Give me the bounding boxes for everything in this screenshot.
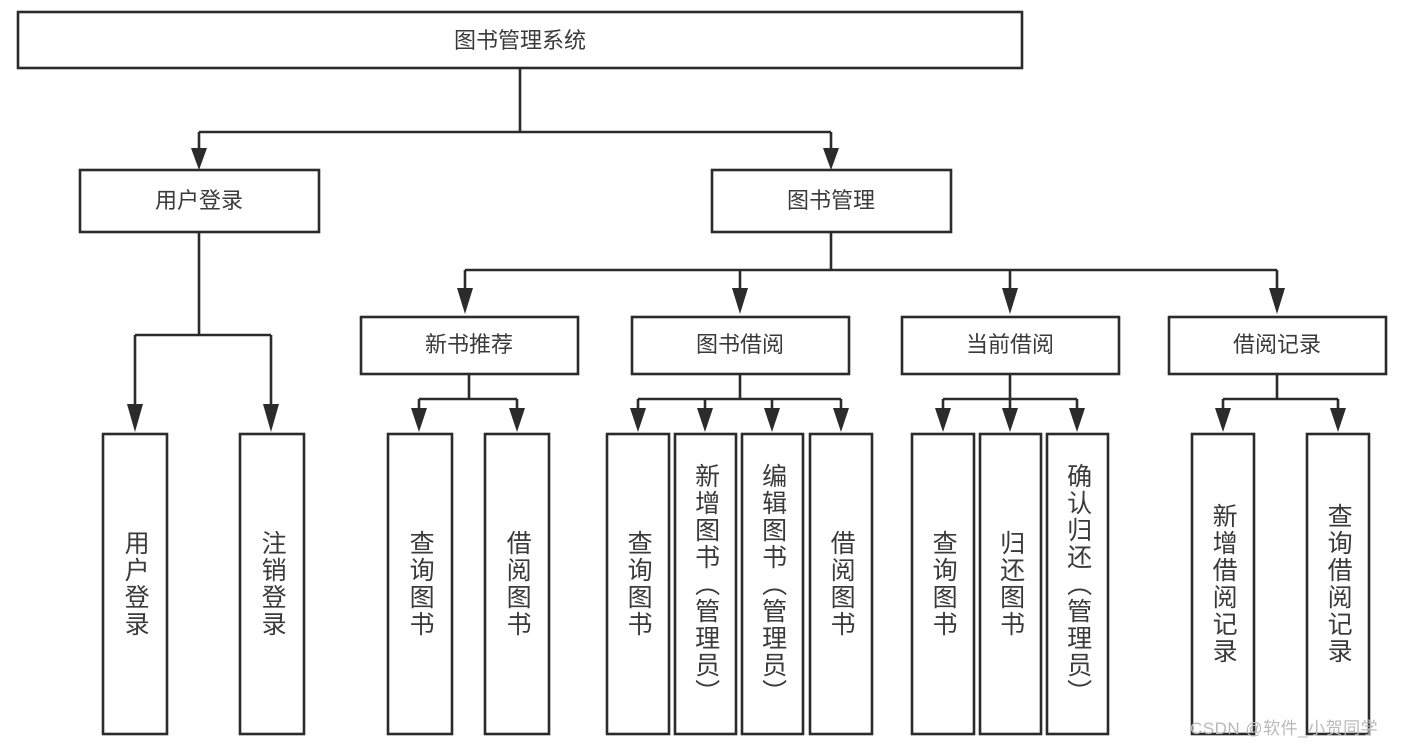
node-current-borrow-label: 当前借阅 (966, 332, 1054, 357)
node-book-borrow-label: 图书借阅 (696, 332, 784, 357)
node-user-login-label: 用户登录 (155, 188, 243, 213)
node-leaf-query-book-2[interactable] (605, 432, 671, 736)
node-leaf-confirm-return[interactable] (1045, 432, 1110, 736)
connector-book-borrow-to-leaves (630, 374, 849, 432)
node-leaf-query-record[interactable] (1305, 432, 1371, 736)
node-new-book-recommend[interactable]: 新书推荐 (359, 315, 580, 376)
connector-borrow-record-to-leaves (1215, 374, 1346, 432)
node-user-login[interactable]: 用户登录 (78, 168, 321, 234)
node-borrow-record-label: 借阅记录 (1233, 332, 1321, 357)
node-leaf-query-book-3[interactable] (910, 432, 976, 736)
connector-new-book-recommend-to-leaves (411, 374, 525, 432)
node-leaf-user-logout[interactable] (238, 432, 306, 736)
csdn-watermark: CSDN @软件_小贺同学 (1190, 719, 1379, 738)
connector-root-to-level2 (191, 68, 839, 170)
node-book-manage-label: 图书管理 (787, 188, 875, 213)
node-leaf-borrow-book-1[interactable] (483, 432, 551, 736)
connector-current-borrow-to-leaves (935, 374, 1085, 432)
node-new-book-recommend-label: 新书推荐 (425, 332, 513, 357)
connector-book-manage-to-level3 (457, 232, 1285, 314)
node-book-borrow[interactable]: 图书借阅 (630, 315, 851, 376)
node-current-borrow[interactable]: 当前借阅 (900, 315, 1121, 376)
node-leaf-add-book[interactable] (673, 432, 738, 736)
node-root[interactable]: 图书管理系统 (16, 10, 1024, 70)
node-leaf-borrow-book-2[interactable] (808, 432, 874, 736)
node-root-label: 图书管理系统 (454, 28, 586, 53)
leaf-boxes (101, 432, 1371, 736)
node-book-manage[interactable]: 图书管理 (710, 168, 953, 234)
connector-user-login-to-leaves (127, 232, 279, 432)
node-leaf-user-login[interactable] (101, 432, 169, 736)
node-leaf-query-book-1[interactable] (386, 432, 454, 736)
node-leaf-edit-book[interactable] (740, 432, 805, 736)
node-borrow-record[interactable]: 借阅记录 (1167, 315, 1388, 376)
node-leaf-add-record[interactable] (1190, 432, 1256, 736)
node-leaf-return-book[interactable] (978, 432, 1043, 736)
